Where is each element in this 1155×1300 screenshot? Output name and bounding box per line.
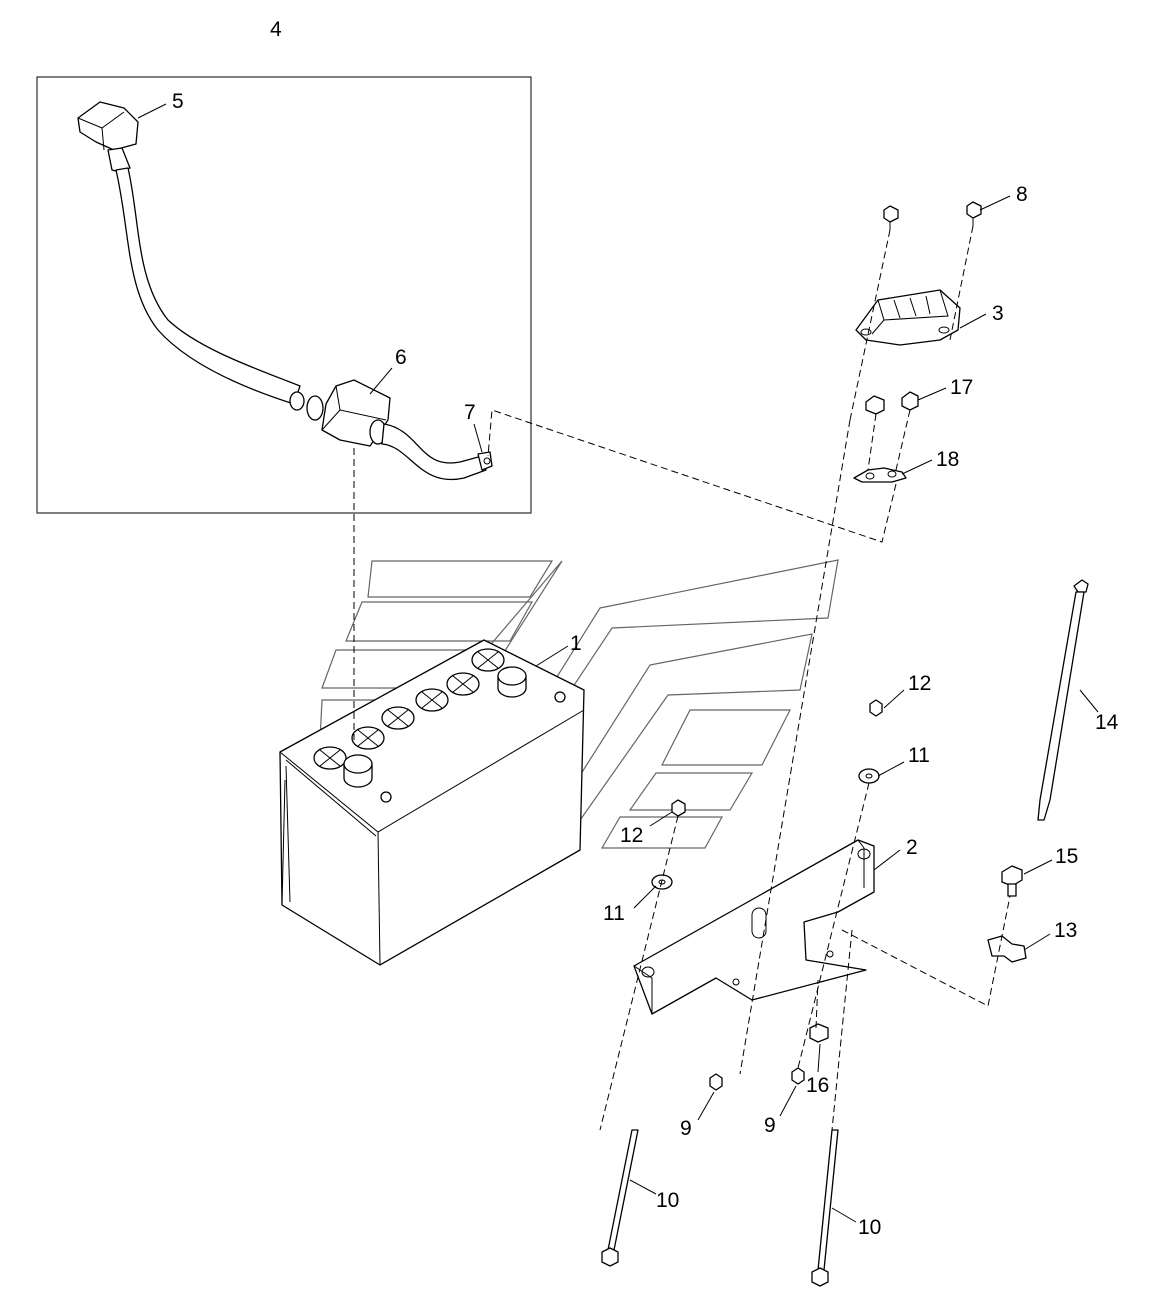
callout-2: 2 (906, 836, 918, 859)
vent-cap (313, 746, 347, 770)
callout-10: 10 (656, 1189, 679, 1212)
long-bolt-10 (601, 1129, 639, 1267)
fuse-block-3 (855, 289, 961, 346)
vent-cap (415, 688, 449, 712)
washer-11 (858, 768, 880, 784)
screw-8 (883, 205, 899, 230)
leader-lines (137, 103, 1099, 1223)
nut-17 (901, 391, 919, 411)
nut-16 (809, 1023, 829, 1043)
screw-8 (966, 201, 982, 226)
item-4-inset-frame (36, 76, 532, 514)
vent-cap (381, 706, 415, 730)
callout-7: 7 (464, 401, 476, 424)
nut-9 (709, 1073, 723, 1091)
clip-18 (853, 467, 907, 483)
callout-4: 4 (270, 18, 282, 41)
nut-12 (671, 799, 686, 817)
vent-cap (351, 726, 385, 750)
callout-9: 9 (764, 1114, 776, 1137)
cable-tie-14 (1037, 579, 1089, 821)
clamp-13 (987, 935, 1027, 963)
callout-18: 18 (936, 448, 959, 471)
bolt-15 (1001, 865, 1023, 897)
callout-3: 3 (992, 302, 1004, 325)
callout-labels: 4 5 6 7 1 8 3 17 18 12 14 11 2 15 13 12 … (172, 18, 1119, 1239)
nut-17 (865, 395, 885, 415)
battery-1 (279, 639, 585, 966)
mounting-bracket-2 (633, 839, 875, 1015)
callout-5: 5 (172, 90, 184, 113)
callout-12: 12 (620, 824, 643, 847)
callout-1: 1 (570, 632, 582, 655)
long-bolt-10 (811, 1129, 839, 1287)
vent-cap (446, 672, 480, 696)
callout-17: 17 (950, 376, 973, 399)
callout-13: 13 (1054, 919, 1077, 942)
callout-12: 12 (908, 672, 931, 695)
battery-post-positive (497, 666, 527, 698)
nut-9 (791, 1067, 805, 1085)
callout-10: 10 (858, 1216, 881, 1239)
callout-8: 8 (1016, 183, 1028, 206)
assembly-lines (353, 225, 1011, 1131)
callout-15: 15 (1055, 845, 1078, 868)
callout-6: 6 (395, 346, 407, 369)
callout-11: 11 (908, 744, 930, 767)
vent-cap (471, 648, 505, 672)
cable-terminal-7 (381, 423, 493, 481)
cable-connector-5 (77, 101, 305, 411)
callout-16: 16 (806, 1074, 829, 1097)
callout-11: 11 (603, 902, 625, 925)
callout-9: 9 (680, 1117, 692, 1140)
junction-block-6 (306, 379, 391, 447)
callout-14: 14 (1095, 711, 1119, 734)
nut-12 (869, 699, 883, 717)
battery-post-negative (343, 754, 373, 788)
